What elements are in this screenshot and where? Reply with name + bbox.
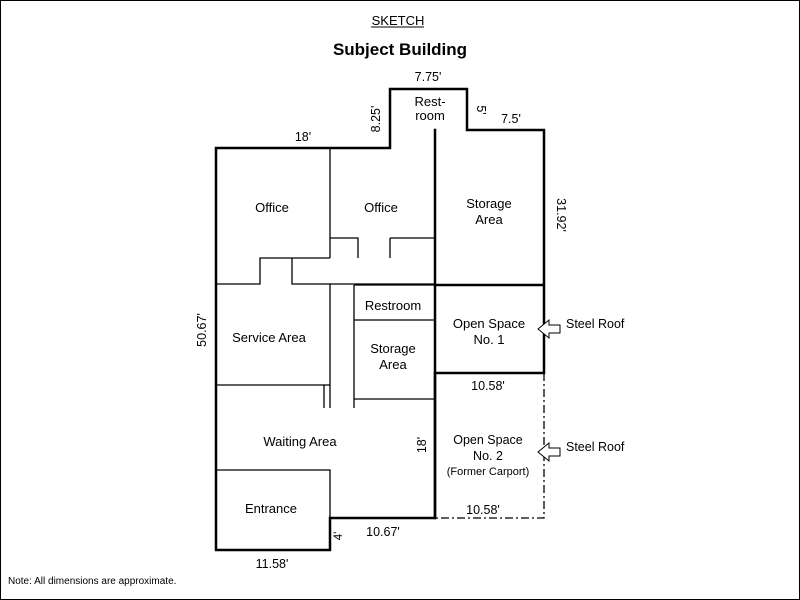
room-restroom-top-line2: room <box>415 108 445 123</box>
dim-storage-right-height: 31.92' <box>554 198 568 232</box>
room-storage-center-line1: Storage <box>370 341 416 356</box>
office-left-bottom-wall <box>216 257 330 285</box>
dim-bottom-mid-width: 10.67' <box>366 525 400 539</box>
room-storage-right-line2: Area <box>475 212 503 227</box>
room-office-left: Office <box>255 200 289 215</box>
page-title: Subject Building <box>333 40 467 59</box>
hallway-wall <box>291 258 331 408</box>
dim-entrance-step: 4' <box>333 532 345 541</box>
footer-note: Note: All dimensions are approximate. <box>8 576 176 587</box>
dim-restroom-left-height: 8.25' <box>369 106 383 133</box>
office-center-bottom-wall <box>330 237 359 258</box>
dim-storage-top-width: 7.5' <box>501 112 521 126</box>
room-open-space-2-line3: (Former Carport) <box>447 466 530 478</box>
steel-roof-callout-1: Steel Roof <box>537 317 625 340</box>
room-office-center: Office <box>364 200 398 215</box>
room-service-area: Service Area <box>232 330 306 345</box>
room-open-space-2-line1: Open Space <box>453 433 523 447</box>
steel-roof-label-1: Steel Roof <box>566 317 625 331</box>
room-waiting-area: Waiting Area <box>263 434 337 449</box>
sketch-label: SKETCH <box>372 13 425 28</box>
entrance-walls <box>216 469 331 518</box>
room-open-space-1-line2: No. 1 <box>473 332 504 347</box>
room-open-space-2-line2: No. 2 <box>473 449 503 463</box>
dim-restroom-top-width: 7.75' <box>415 70 442 84</box>
arrow-left-icon <box>537 318 561 340</box>
room-storage-center-line2: Area <box>379 357 407 372</box>
dim-open-space-1-bottom: 10.58' <box>471 379 505 393</box>
floor-plan <box>214 87 546 552</box>
open-space-2-boundary <box>435 373 545 519</box>
room-open-space-1-line1: Open Space <box>453 316 525 331</box>
dim-open-space-2-bottom: 10.58' <box>466 503 500 517</box>
steel-roof-callout-2: Steel Roof <box>537 440 625 463</box>
restroom-center-walls <box>353 284 435 408</box>
room-entrance: Entrance <box>245 501 297 516</box>
room-restroom-center: Restroom <box>365 298 421 313</box>
steel-roof-label-2: Steel Roof <box>566 440 625 454</box>
arrow-left-icon <box>537 441 561 463</box>
dim-restroom-right-height: 5' <box>474 105 488 114</box>
dim-open-space-2-left: 18' <box>415 437 429 453</box>
dim-entrance-bottom: 11.58' <box>256 557 289 571</box>
dim-left-height: 50.67' <box>195 313 209 347</box>
room-storage-right-line1: Storage <box>466 196 512 211</box>
dim-top-left-width: 18' <box>295 130 311 144</box>
room-restroom-top-line1: Rest- <box>414 94 445 109</box>
